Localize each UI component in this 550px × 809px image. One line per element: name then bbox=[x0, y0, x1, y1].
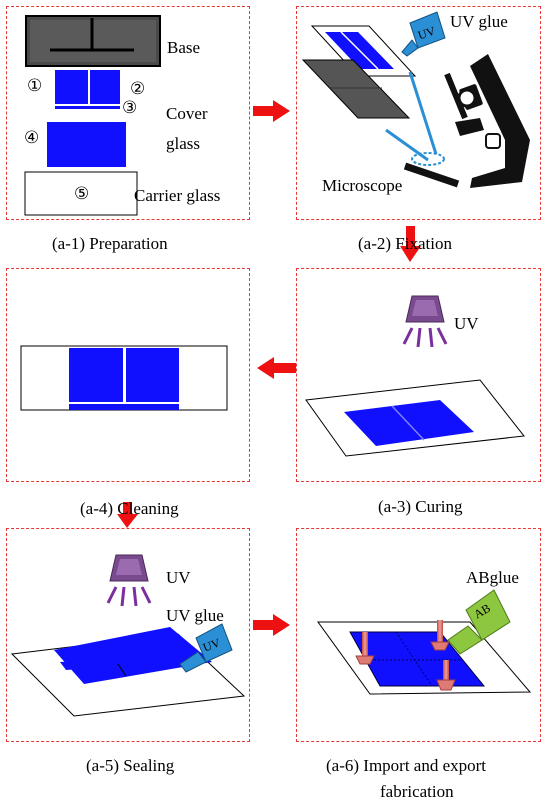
uv-lamp-p5 bbox=[106, 554, 152, 607]
label-uv-glue-p5: UV glue bbox=[166, 606, 224, 625]
label-number-3: ③ bbox=[122, 98, 138, 117]
label-carrier-glass: Carrier glass bbox=[134, 186, 221, 205]
uv-glue-bottle-p2 bbox=[401, 11, 446, 57]
label-number-5: ⑤ bbox=[74, 184, 90, 203]
arrow-3-to-4 bbox=[257, 357, 296, 379]
panel-import-export bbox=[296, 528, 541, 742]
label-microscope: Microscope bbox=[322, 176, 403, 195]
label-number-2: ② bbox=[130, 79, 146, 98]
panel-sealing bbox=[6, 528, 250, 742]
uv-glue-bottle-p5 bbox=[179, 623, 233, 673]
label-uv-glue-p2: UV glue bbox=[450, 12, 508, 31]
fixation-slide bbox=[310, 25, 417, 77]
label-uv-p5: UV bbox=[166, 568, 191, 587]
caption-fixation: (a-2) Fixation bbox=[358, 234, 452, 253]
tube-left bbox=[355, 632, 375, 665]
arrow-1-to-2 bbox=[253, 100, 290, 122]
fixation-base bbox=[301, 59, 411, 119]
uv-lamp-p3 bbox=[402, 295, 448, 348]
panel-fixation bbox=[296, 6, 541, 220]
caption-import-export-line2: fabrication bbox=[380, 782, 454, 801]
label-cover: Cover bbox=[166, 104, 208, 123]
label-number-4: ④ bbox=[24, 128, 40, 147]
arrow-5-to-6 bbox=[253, 614, 290, 636]
label-glass: glass bbox=[166, 134, 200, 153]
label-uv-p3: UV bbox=[454, 314, 479, 333]
sealing-slide bbox=[10, 627, 246, 717]
carrier-glass bbox=[24, 171, 138, 216]
label-base: Base bbox=[167, 38, 201, 57]
cleaned-slide bbox=[20, 345, 228, 411]
panel-cleaning bbox=[6, 268, 250, 482]
panel-preparation bbox=[6, 6, 250, 220]
arrow-4-to-5 bbox=[117, 502, 138, 528]
ab-glue-bottle bbox=[447, 589, 511, 655]
base-plate bbox=[25, 15, 161, 67]
caption-import-export-line1: (a-6) Import and export bbox=[326, 756, 487, 775]
caption-curing: (a-3) Curing bbox=[378, 497, 463, 516]
tube-right bbox=[436, 660, 456, 691]
curing-slide bbox=[305, 379, 525, 457]
label-number-1: ① bbox=[27, 76, 43, 95]
panel-curing bbox=[296, 268, 541, 482]
import-export-slide bbox=[317, 621, 532, 695]
caption-cleaning: (a-4) Cleaning bbox=[80, 499, 179, 518]
microscope bbox=[385, 54, 530, 188]
cover-glass-pieces bbox=[47, 70, 126, 167]
arrow-2-to-3 bbox=[400, 226, 421, 262]
label-abglue: ABglue bbox=[466, 568, 519, 587]
caption-sealing: (a-5) Sealing bbox=[86, 756, 175, 775]
tube-middle bbox=[430, 620, 450, 651]
caption-preparation: (a-1) Preparation bbox=[52, 234, 168, 253]
